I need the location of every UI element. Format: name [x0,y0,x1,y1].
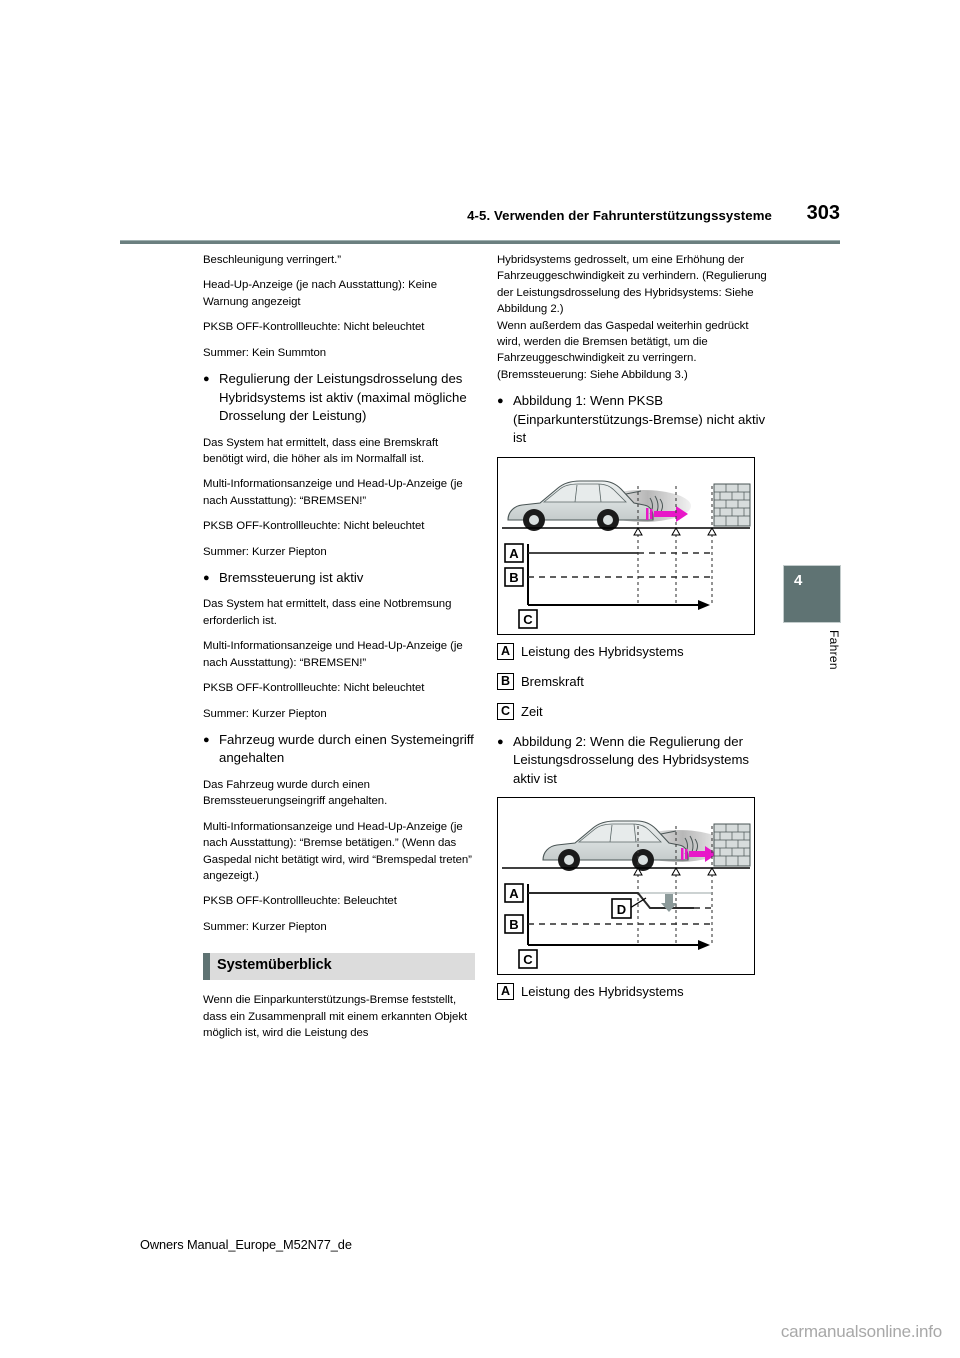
legend-row: B Bremskraft [497,672,769,690]
header-section-title: 4-5. Verwenden der Fahrunterstützungssys… [467,208,772,223]
legend-text: Bremskraft [521,673,584,689]
paragraph: Das Fahrzeug wurde durch einen Bremssteu… [203,778,388,808]
figure-marker-C: C [518,949,538,970]
paragraph: PKSB OFF-Kontrollleuchte: Nicht beleucht… [203,321,425,334]
chapter-tab-number: 4 [794,572,803,589]
paragraph: Multi-Informationsanzeige und Head-Up-An… [203,640,463,669]
figure-marker-A: A [504,542,524,563]
paragraph: Summer: Kurzer Piepton [203,545,327,558]
paragraph: Summer: Kurzer Piepton [203,707,327,720]
wall-illustration [713,823,751,867]
page-header: 4-5. Verwenden der Fahrunterstützungssys… [120,202,840,240]
svg-text:A: A [509,886,519,901]
chapter-tab-label: Fahren [827,630,841,670]
bullet-dot-icon: ● [497,735,504,748]
right-column: Hybridsystems gedrosselt, um eine Erhöhu… [497,252,769,1013]
svg-text:D: D [617,902,626,917]
paragraph: Das System hat ermittelt, dass eine Brem… [203,436,439,465]
legend-text: Leistung des Hybridsystems [521,643,684,659]
paragraph: Summer: Kein Summton [203,346,327,359]
paragraph: PKSB OFF-Kontrollleuchte: Beleuchtet [203,895,397,908]
legend-text: Zeit [521,703,543,719]
legend-row: A Leistung des Hybridsystems [497,983,769,1001]
bullet-dot-icon: ● [203,571,210,584]
bullet-item: ● Bremssteuerung ist aktiv [203,569,475,588]
bullet-text: Regulierung der Leistungsdrosselung des … [219,371,467,424]
reduction-arrow-icon [661,894,677,913]
section-accent-bar [203,953,210,981]
svg-text:B: B [509,917,518,932]
bullet-dot-icon: ● [203,373,210,386]
bullet-dot-icon: ● [497,395,504,408]
paragraph: Hybridsystems gedrosselt, um eine Erhöhu… [497,254,767,316]
figure-1-svg: A B C [502,480,751,629]
page-number: 303 [806,202,840,224]
bullet-dot-icon: ● [203,733,210,746]
svg-text:B: B [509,570,518,585]
legend-key: B [497,672,514,690]
header-divider [120,240,840,244]
wall-illustration [713,483,751,527]
legend-key: A [497,642,514,660]
bullet-item-figure-2: ● Abbildung 2: Wenn die Regulierung der … [497,733,769,789]
bullet-text: Abbildung 2: Wenn die Regulierung der Le… [513,733,750,786]
svg-text:A: A [509,546,519,561]
bullet-item-figure-1: ● Abbildung 1: Wenn PKSB (Einparkunterst… [497,392,769,448]
figure-marker-C: C [518,608,538,629]
footer-file-name: Owners Manual_Europe_M52N77_de [140,1237,352,1252]
bullet-text: Fahrzeug wurde durch einen Systemeingrif… [219,731,474,766]
direction-arrow-icon [681,846,717,863]
section-heading-text: Systemüberblick [217,957,332,974]
figure-marker-A: A [504,883,524,904]
car-illustration [542,820,689,872]
paragraph: Wenn die Einparkunterstützungs-Bremse fe… [203,994,468,1039]
paragraph: Das System hat ermittelt, dass eine Notb… [203,598,452,627]
section-heading-bar: Systemüberblick [203,953,475,981]
figure-2-power-reduction-active: A B C D [497,797,755,976]
direction-arrow-icon [646,505,688,522]
left-column: Beschleunigung verringert.” Head-Up-Anze… [203,252,475,1050]
chapter-tab-4[interactable]: 4 [783,565,841,623]
legend-row: A Leistung des Hybridsystems [497,642,769,660]
paragraph: Multi-Informationsanzeige und Head-Up-An… [203,820,472,882]
legend-key: C [497,702,514,720]
bullet-item: ● Fahrzeug wurde durch einen Systemeingr… [203,731,475,768]
legend-row: C Zeit [497,702,769,720]
figure-marker-D: D [611,897,647,920]
paragraph: Head-Up-Anzeige (je nach Ausstattung): K… [203,279,437,308]
bullet-text: Abbildung 1: Wenn PKSB (Einparkunterstüt… [513,393,766,446]
figure-2-svg: A B C D [502,820,751,970]
paragraph: Multi-Informationsanzeige und Head-Up-An… [203,478,463,507]
paragraph: PKSB OFF-Kontrollleuchte: Nicht beleucht… [203,682,425,695]
bullet-item: ● Regulierung der Leistungsdrosselung de… [203,370,475,426]
legend-key: A [497,983,514,1001]
svg-text:C: C [523,952,533,967]
bullet-text: Bremssteuerung ist aktiv [219,569,364,585]
paragraph: Beschleunigung verringert.” [203,254,341,266]
legend-text: Leistung des Hybridsystems [521,984,684,1000]
paragraph: Summer: Kurzer Piepton [203,920,327,933]
figure-marker-B: B [504,914,524,935]
figure-marker-B: B [504,566,524,587]
svg-text:C: C [523,612,533,627]
car-illustration [507,480,654,531]
paragraph: PKSB OFF-Kontrollleuchte: Nicht beleucht… [203,520,425,533]
paragraph: Wenn außerdem das Gaspedal weiterhin ged… [497,319,749,381]
figure-1-pksb-not-active: A B C [497,456,755,635]
watermark: carmanualsonline.info [780,1322,942,1341]
